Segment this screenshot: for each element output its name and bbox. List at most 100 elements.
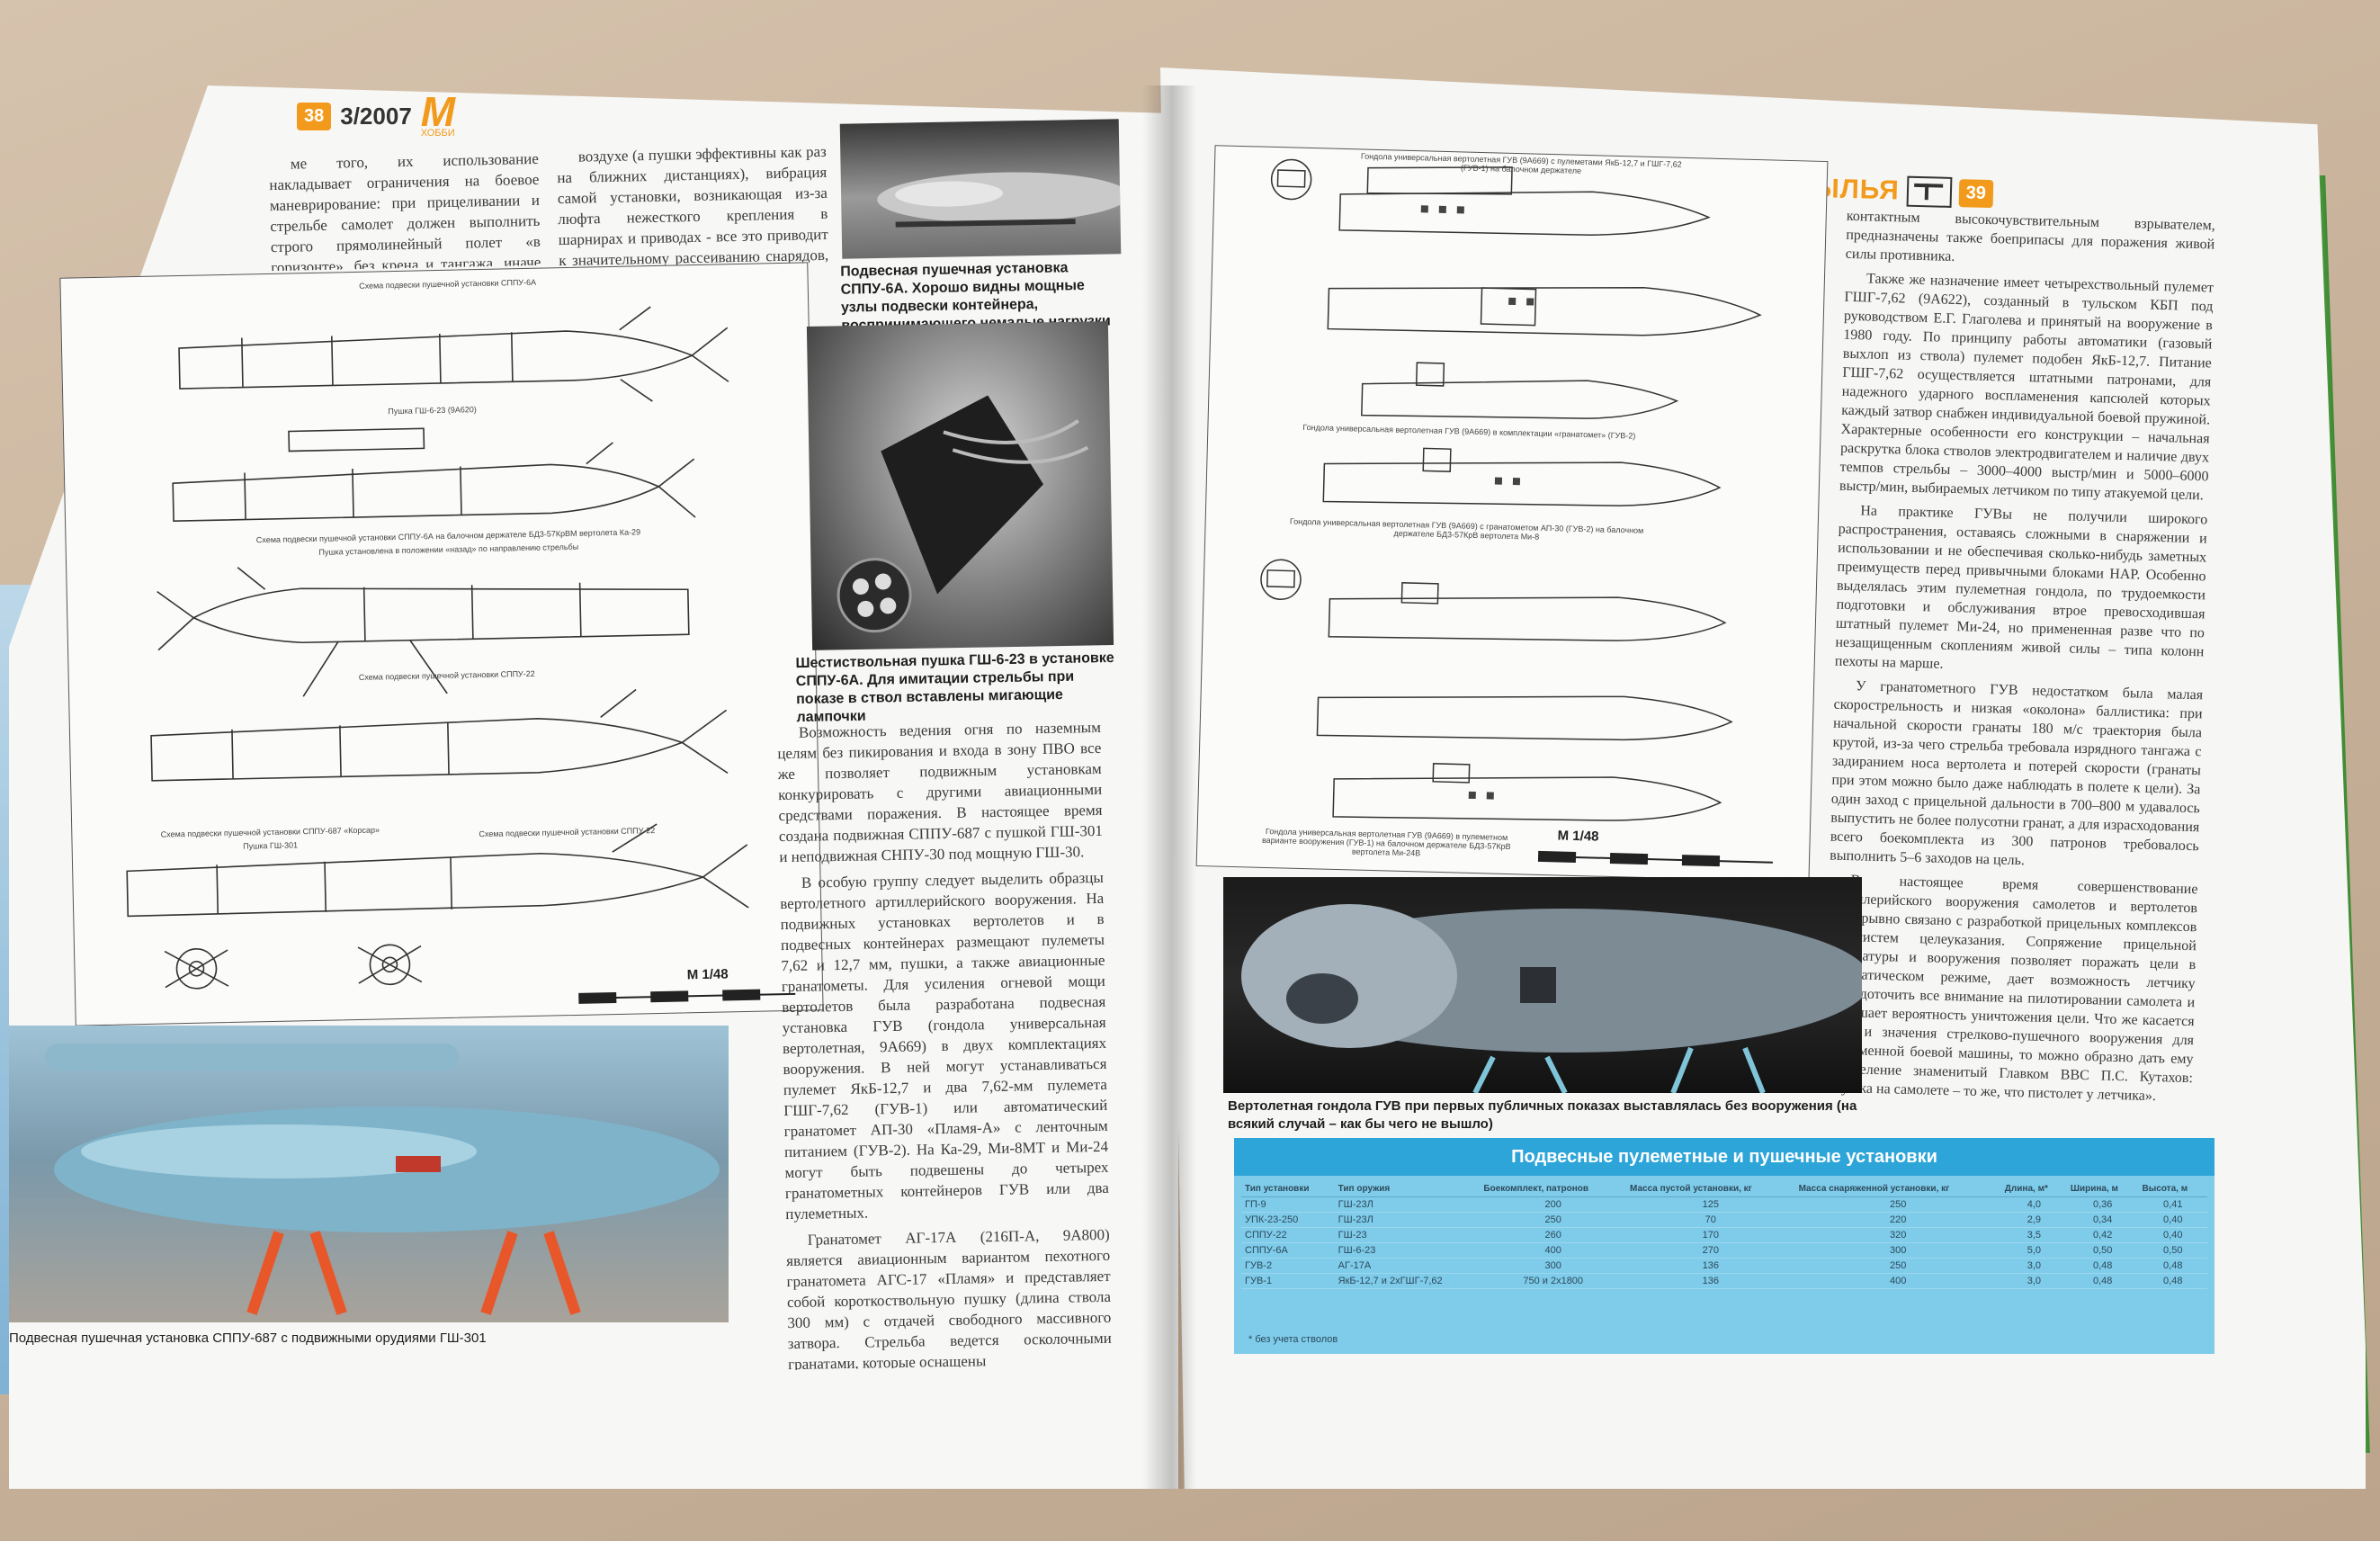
table-cell: УПК-23-250: [1241, 1212, 1335, 1228]
paragraph: В настоящее время совершенствование арти…: [1823, 873, 2198, 1105]
paragraph: Возможность ведения огня по наземным цел…: [777, 718, 1104, 866]
spu-technical-drawing: Схема подвески пушечной установки СППУ-6…: [59, 262, 824, 1026]
table-cell: ГУВ-1: [1241, 1273, 1335, 1289]
left-page-header: 38 3/2007 М ХОББИ: [297, 88, 456, 139]
table-cell: ГШ-23Л: [1334, 1196, 1481, 1213]
photo-guv-gondola: [1223, 877, 1862, 1093]
table-cell: 0,48: [2066, 1258, 2139, 1274]
table-header-cell: Высота, м: [2138, 1181, 2207, 1197]
photo-gsh-6-23-gun: [806, 321, 1114, 650]
photo-sppu-6a-pod: [839, 119, 1122, 259]
bottom-photo-caption: Подвесная пушечная установка СППУ-687 с …: [9, 1330, 487, 1346]
table-cell: 400: [1480, 1242, 1626, 1259]
table-row: ГУВ-2 АГ-17А 300 136 250 3,0 0,48 0,48: [1241, 1258, 2207, 1274]
table-cell: 2,9: [2000, 1212, 2067, 1228]
table-cell: 0,42: [2066, 1227, 2139, 1243]
table-cell: 300: [1794, 1242, 2001, 1259]
table-cell: ГШ-6-23: [1334, 1242, 1481, 1259]
logo-subtitle: ХОББИ: [420, 128, 455, 139]
table-cell: 3,0: [2000, 1273, 2067, 1289]
photo-caption-gsh-6-23: Шестиствольная пушка ГШ-6-23 в установке…: [795, 650, 1114, 726]
page-number-left: 38: [297, 102, 332, 130]
table-cell: 125: [1626, 1196, 1795, 1213]
table-cell: 3,5: [2000, 1227, 2067, 1243]
table-cell: 300: [1480, 1258, 1626, 1274]
table-row: ГУВ-1 ЯкБ-12,7 и 2хГШГ-7,62 750 и 2х1800…: [1241, 1273, 2207, 1289]
table-header-cell: Масса пустой установки, кг: [1626, 1181, 1795, 1197]
pod-photo-svg: [877, 172, 1122, 228]
paragraph: Гранатомет АГ-17А (216П-А, 9А800) являет…: [786, 1225, 1112, 1371]
table-cell: 0,40: [2138, 1212, 2207, 1228]
page-number-right: 39: [1958, 178, 1994, 208]
table-cell: АГ-17А: [1334, 1258, 1481, 1274]
table-cell: СППУ-6А: [1241, 1242, 1335, 1259]
table-cell: 260: [1480, 1227, 1626, 1243]
paragraph: ме того, их использование накладывает ог…: [269, 149, 541, 272]
table-cell: 0,34: [2066, 1212, 2139, 1228]
table-row: СППУ-6А ГШ-6-23 400 270 300 5,0 0,50 0,5…: [1241, 1242, 2207, 1259]
issue-number: 3/2007: [340, 102, 412, 130]
left-text-column-1: ме того, их использование накладывает ог…: [269, 148, 541, 271]
drawing-scale: М 1/48: [1557, 828, 1599, 845]
photo-caption-guv: Вертолетная гондола ГУВ при первых публи…: [1228, 1098, 1857, 1132]
section-aircraft-icon: [1906, 175, 1953, 208]
paragraph: воздухе (а пушки эффективны как раз на б…: [557, 142, 829, 269]
table-cell: 270: [1626, 1242, 1795, 1259]
guv-photo-svg: [1241, 904, 1862, 1093]
table-header-cell: Боекомплект, патронов: [1480, 1181, 1626, 1197]
table-header-cell: Масса снаряженной установки, кг: [1794, 1181, 2001, 1197]
table-cell: 250: [1480, 1212, 1626, 1228]
table-cell: 0,48: [2066, 1273, 2139, 1289]
table-cell: 0,50: [2066, 1242, 2139, 1259]
table-cell: 0,36: [2066, 1196, 2139, 1213]
table-cell: 250: [1794, 1196, 2001, 1213]
spu-drawing-svg: [126, 306, 796, 1004]
table-cell: ЯкБ-12,7 и 2хГШГ-7,62: [1334, 1273, 1481, 1289]
table-cell: 0,50: [2138, 1242, 2207, 1259]
paragraph: Также же назначение имеет четырехствольн…: [1839, 271, 2214, 504]
paragraph: В особую группу следует выделить образцы…: [780, 868, 1109, 1223]
table-cell: 750 и 2х1800: [1480, 1273, 1626, 1289]
right-text-column: контактным высокочувствительным взрывате…: [1823, 207, 2215, 1115]
table-cell: 320: [1794, 1227, 2001, 1243]
table-cell: 4,0: [2000, 1196, 2067, 1213]
table-row: СППУ-22 ГШ-23 260 170 320 3,5 0,42 0,40: [1241, 1227, 2207, 1243]
guv-technical-drawing: Гондола универсальная вертолетная ГУВ (9…: [1195, 145, 1829, 882]
sppu-687-photo-svg: [45, 1044, 720, 1315]
table-cell: ГШ-23Л: [1334, 1212, 1481, 1228]
table-cell: 0,48: [2138, 1258, 2207, 1274]
paragraph: контактным высокочувствительным взрывате…: [1845, 208, 2215, 264]
table-cell: 250: [1794, 1258, 2001, 1274]
table-cell: 70: [1626, 1212, 1795, 1228]
table-cell: 136: [1626, 1273, 1795, 1289]
table-cell: 0,41: [2138, 1196, 2207, 1213]
table-header-cell: Тип установки: [1241, 1181, 1335, 1197]
table-cell: 200: [1480, 1196, 1626, 1213]
drawing-scale: М 1/48: [686, 966, 729, 983]
table-cell: 136: [1626, 1258, 1795, 1274]
table-cell: 0,48: [2138, 1273, 2207, 1289]
table-cell: 220: [1794, 1212, 2001, 1228]
left-text-column-2: воздухе (а пушки эффективны как раз на б…: [557, 141, 829, 269]
table-footnote: * без учета стволов: [1248, 1334, 1338, 1345]
magazine-logo: М ХОББИ: [420, 88, 456, 139]
page-gutter: [1142, 85, 1196, 1489]
table-cell: ГШ-23: [1334, 1227, 1481, 1243]
table-cell: 400: [1794, 1273, 2001, 1289]
table-cell: СППУ-22: [1241, 1227, 1335, 1243]
table-cell: 0,40: [2138, 1227, 2207, 1243]
table-header-cell: Ширина, м: [2066, 1181, 2139, 1197]
guv-drawing-svg: [1260, 158, 1773, 867]
photo-sppu-687: [9, 1026, 729, 1322]
table-cell: 3,0: [2000, 1258, 2067, 1274]
table-header-row: Тип установки Тип оружия Боекомплект, па…: [1241, 1181, 2207, 1197]
table-cell: ГУВ-2: [1241, 1258, 1335, 1274]
weapons-table: Подвесные пулеметные и пушечные установк…: [1234, 1138, 2214, 1354]
paragraph: У гранатометного ГУВ недостатком была ма…: [1830, 678, 2204, 869]
paragraph: На практике ГУВы не получили широкого ра…: [1834, 503, 2208, 672]
logo-letter: М: [420, 88, 456, 135]
table-row: УПК-23-250 ГШ-23Л 250 70 220 2,9 0,34 0,…: [1241, 1212, 2207, 1228]
table-row: ГП-9 ГШ-23Л 200 125 250 4,0 0,36 0,41: [1241, 1196, 2207, 1213]
table-grid: Тип установки Тип оружия Боекомплект, па…: [1241, 1181, 2207, 1289]
table-cell: 170: [1626, 1227, 1795, 1243]
